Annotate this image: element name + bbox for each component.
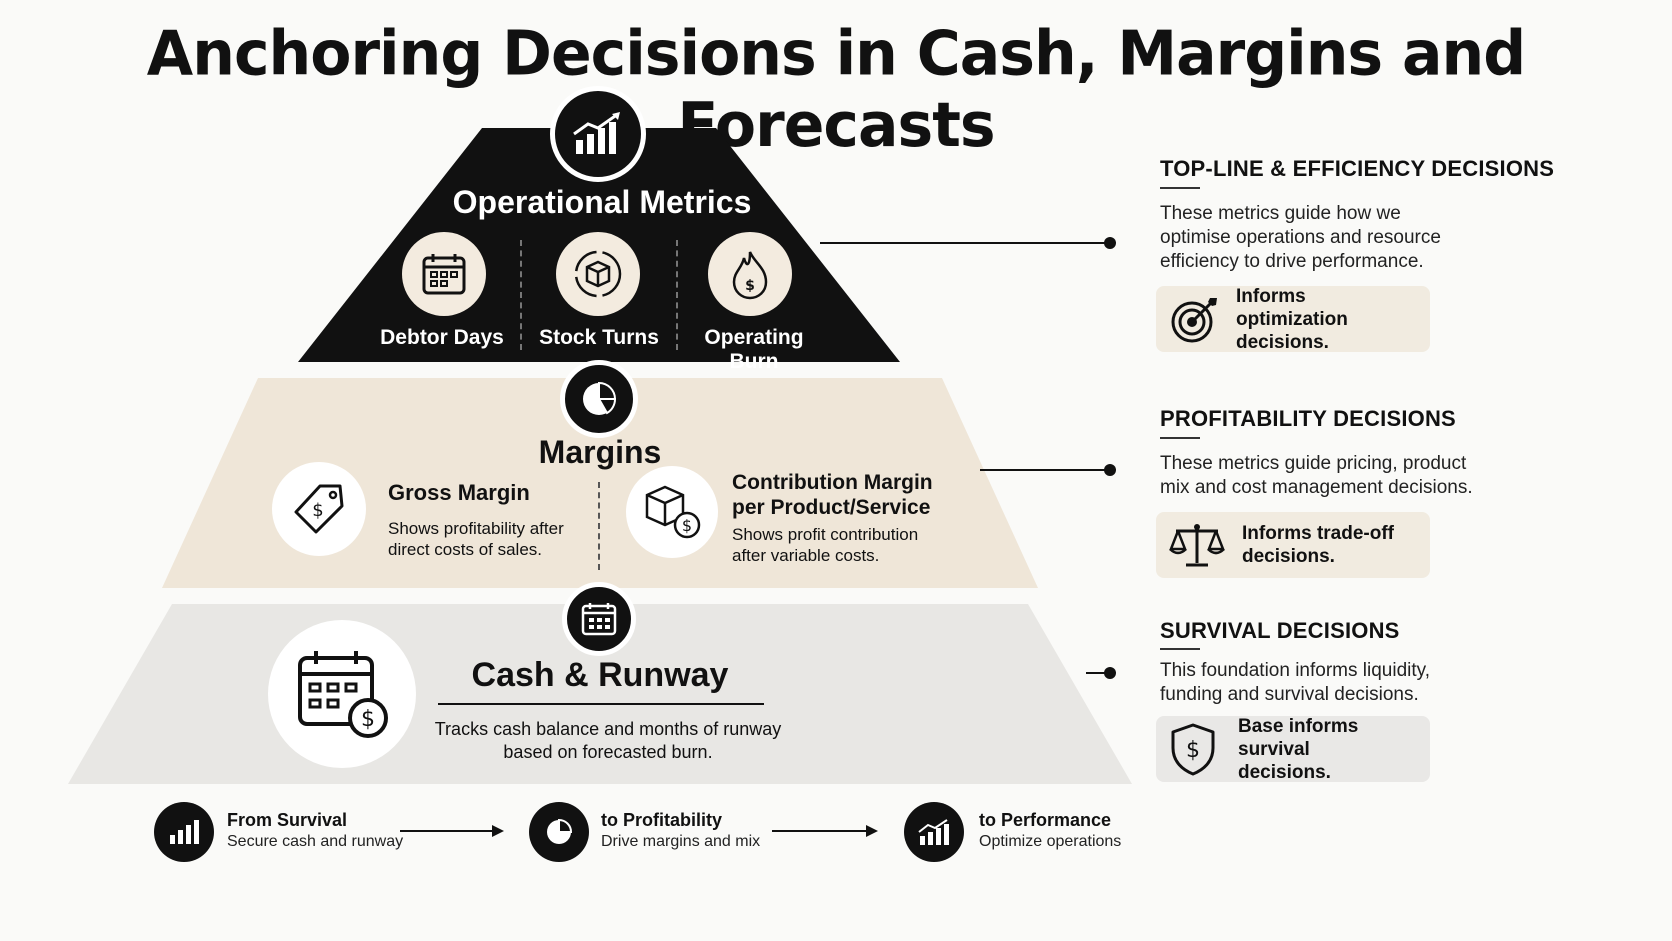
svg-text:$: $ — [361, 707, 375, 732]
arrow-right-icon — [400, 825, 504, 837]
side-heading: TOP-LINE & EFFICIENCY DECISIONS — [1160, 156, 1555, 181]
divider — [520, 240, 522, 350]
scales-icon — [1168, 521, 1226, 569]
base-layer-desc: Tracks cash balance and months of runway… — [434, 719, 782, 762]
connector-line — [1086, 672, 1110, 674]
pie-chart-icon — [529, 802, 589, 862]
flow-subtitle: Optimize operations — [979, 833, 1122, 850]
flow-title: to Performance — [979, 810, 1112, 830]
svg-text:$: $ — [682, 516, 692, 535]
box-cycle-icon — [556, 232, 640, 316]
page-title: Anchoring Decisions in Cash, Margins and… — [146, 18, 1526, 162]
svg-text:$: $ — [1186, 738, 1200, 763]
gross-margin-desc: Shows profitability after direct costs o… — [388, 519, 564, 559]
pyramid-middle-layer — [162, 378, 1038, 588]
divider — [676, 240, 678, 350]
side-rule — [1160, 437, 1200, 439]
shield-dollar-icon: $ — [1168, 722, 1218, 776]
side-pill-text: Informs trade-off decisions. — [1242, 523, 1394, 567]
side-pill: $ Base informs survival decisions. — [1156, 715, 1430, 783]
side-pill: Informs trade-off decisions. — [1156, 512, 1430, 578]
contribution-margin-desc: Shows profit contribution after variable… — [732, 525, 919, 565]
calendar-icon — [562, 582, 636, 656]
top-item-label: Operating Burn — [704, 326, 804, 373]
top-item-label: Debtor Days — [380, 326, 504, 349]
divider — [598, 482, 600, 570]
svg-text:$: $ — [745, 278, 755, 294]
box-dollar-icon: $ — [626, 466, 718, 558]
top-layer-heading: Operational Metrics — [452, 184, 752, 220]
side-rule — [1160, 648, 1200, 650]
side-heading: SURVIVAL DECISIONS — [1160, 618, 1400, 643]
gross-margin-title: Gross Margin — [388, 480, 530, 505]
side-text: This foundation informs liquidity, fundi… — [1160, 660, 1430, 705]
bar-chart-icon — [154, 802, 214, 862]
base-layer-heading: Cash & Runway — [471, 656, 729, 694]
connector-dot — [1104, 667, 1116, 679]
calendar-icon — [402, 232, 486, 316]
connector-dot — [1104, 237, 1116, 249]
side-heading: PROFITABILITY DECISIONS — [1160, 406, 1456, 431]
flow-subtitle: Drive margins and mix — [601, 833, 761, 850]
side-pill-text: Base informs survival decisions. — [1238, 715, 1359, 783]
svg-text:$: $ — [312, 500, 323, 521]
middle-layer-heading: Margins — [538, 434, 662, 470]
top-item-label: Stock Turns — [539, 326, 659, 349]
side-text: These metrics guide pricing, product mix… — [1160, 453, 1473, 498]
calendar-dollar-icon: $ — [268, 620, 416, 768]
flame-dollar-icon: $ — [708, 232, 792, 316]
side-pill-text: Informs optimization decisions. — [1236, 285, 1348, 353]
pie-chart-icon — [560, 360, 638, 438]
side-text: These metrics guide how we optimise oper… — [1160, 203, 1441, 272]
connector-dot — [1104, 464, 1116, 476]
base-heading-underline — [438, 703, 764, 705]
contribution-margin-title: Contribution Margin per Product/Service — [732, 471, 933, 519]
side-rule — [1160, 187, 1200, 189]
connector-line — [820, 242, 1110, 244]
connector-line — [980, 469, 1110, 471]
target-icon — [1170, 294, 1220, 344]
side-pill: Informs optimization decisions. — [1156, 285, 1430, 353]
chart-growth-icon — [550, 86, 646, 182]
flow-title: to Profitability — [601, 810, 722, 830]
price-tag-dollar-icon: $ — [272, 462, 366, 556]
arrow-right-icon — [772, 825, 878, 837]
chart-growth-icon — [904, 802, 964, 862]
flow-subtitle: Secure cash and runway — [227, 833, 404, 850]
flow-title: From Survival — [227, 810, 348, 830]
